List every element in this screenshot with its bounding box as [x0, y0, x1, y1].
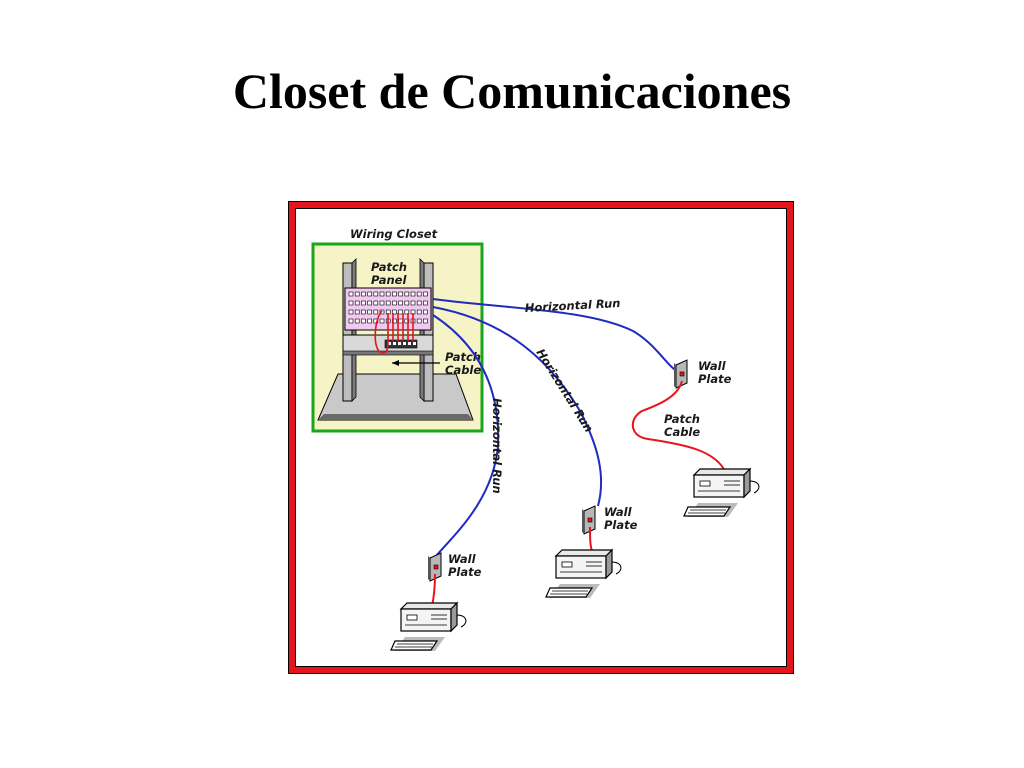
patch-panel-port — [404, 291, 410, 297]
patch-panel-port — [367, 300, 372, 306]
rack-floor — [317, 373, 474, 421]
horizontal-run-cables — [432, 298, 681, 557]
patch-panel-port — [423, 318, 428, 324]
patch-panel-port — [385, 300, 391, 306]
closet-patch-cable-label: Patch — [445, 350, 481, 364]
patch-panel-port — [379, 318, 385, 324]
patch-panel-port — [367, 291, 372, 297]
patch-panel-port — [398, 300, 403, 306]
patch-panel-port — [392, 300, 397, 306]
patch-panel-port — [348, 318, 354, 324]
patch-panel-port — [398, 309, 403, 315]
hub-port — [413, 342, 416, 345]
patch-panel-port — [398, 318, 403, 324]
hub-port — [403, 342, 406, 345]
hub-port — [393, 342, 396, 345]
wall-plate-label-1-line2: Plate — [698, 372, 732, 386]
hub-port — [398, 342, 401, 345]
wall-plate-label-2: Wall — [604, 505, 633, 519]
patch-panel-port — [392, 309, 397, 315]
patch-panel-port — [354, 318, 360, 324]
wall-plate-label-1: Wall — [698, 359, 727, 373]
horizontal-run-label-1: Horizontal Run — [524, 296, 620, 315]
wall-plate-label-3-line2: Plate — [448, 565, 482, 579]
patch-panel-port — [423, 300, 428, 306]
patch-panel-port — [423, 291, 428, 297]
patch-panel-port — [416, 300, 422, 306]
patch-panel-port — [373, 291, 379, 297]
patch-panel-port — [379, 291, 385, 297]
patch-panel-port — [367, 309, 372, 315]
patch-panel-port — [404, 309, 410, 315]
patch-panel-port — [367, 318, 372, 324]
patch-panel-port — [373, 309, 379, 315]
patch-panel-port — [348, 309, 354, 315]
patch-panel-port — [379, 300, 385, 306]
patch-cable-pointer — [392, 360, 440, 366]
patch-panel-port — [385, 291, 391, 297]
hub-port — [388, 342, 391, 345]
closet-patch-cable-label-line2: Cable — [445, 363, 481, 377]
patch-panel-label: Patch — [371, 260, 407, 274]
patch-panel-port — [416, 291, 422, 297]
workstation-patch-cable-label: Patch — [664, 412, 700, 426]
patch-panel-port — [398, 291, 403, 297]
wall-plate-label-2-line2: Plate — [604, 518, 638, 532]
patch-panel-port — [410, 291, 416, 297]
patch-panel-port — [361, 309, 366, 315]
slide-title: Closet de Comunicaciones — [232, 63, 792, 119]
patch-panel-port — [354, 309, 360, 315]
patch-panel-port — [373, 300, 379, 306]
patch-panel-port — [354, 291, 360, 297]
wiring-closet-label: Wiring Closet — [350, 227, 438, 241]
wall-plate-label-3: Wall — [448, 552, 477, 566]
patch-panel-label-line2: Panel — [371, 273, 407, 287]
patch-panel-port — [416, 318, 422, 324]
patch-panel-port — [348, 300, 354, 306]
patch-panel-port — [361, 300, 366, 306]
patch-panel-port — [348, 291, 354, 297]
patch-panel-port — [361, 318, 366, 324]
workstation-patch-cable-label-line2: Cable — [664, 425, 700, 439]
patch-panel-port — [410, 300, 416, 306]
patch-panel-port — [361, 291, 366, 297]
network-diagram: Wiring Closet Patch Panel Patch Cabl — [288, 201, 794, 674]
patch-panel-port — [392, 291, 397, 297]
closet-patch-cables — [374, 310, 414, 354]
horizontal-run-label-3: Horizontal Run — [490, 398, 504, 494]
patch-panel-port — [423, 309, 428, 315]
patch-panel-port — [416, 309, 422, 315]
hub-port — [408, 342, 411, 345]
patch-panel-port — [354, 300, 360, 306]
patch-panel-port — [404, 300, 410, 306]
